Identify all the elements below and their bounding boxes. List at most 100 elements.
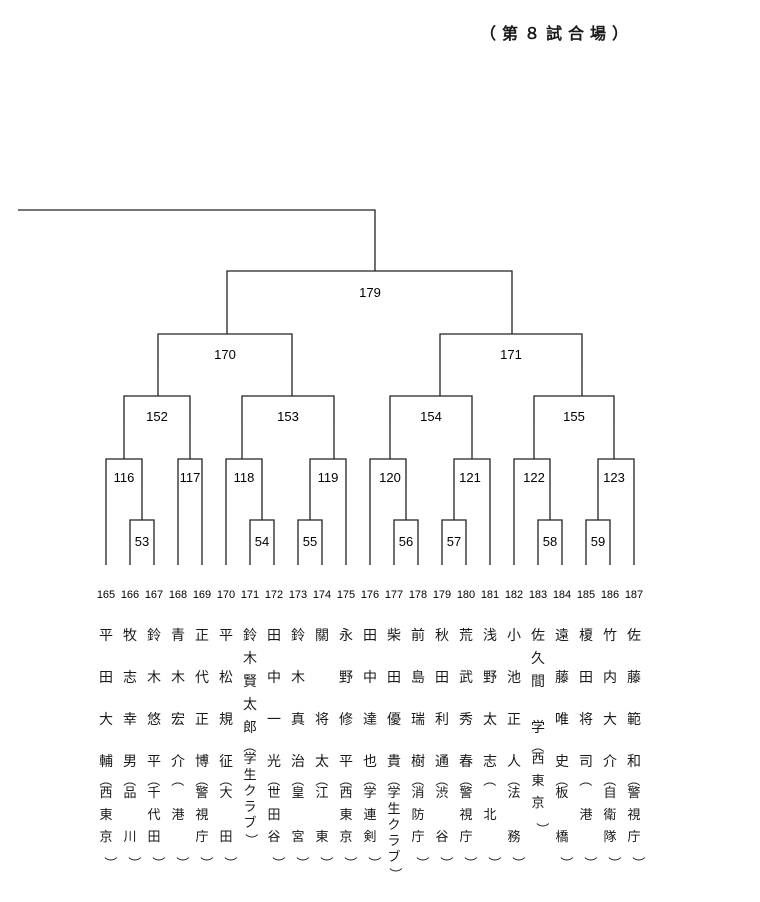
competitor-name-char: 正 bbox=[195, 628, 209, 644]
competitor-name-char: 志 bbox=[483, 754, 497, 770]
competitor-group-char: ） bbox=[294, 856, 309, 870]
competitor-176: 田中達也（学連剣） bbox=[357, 628, 383, 874]
competitor-181: 浅野太志（北） bbox=[477, 628, 503, 874]
competitor-group-char: 渋 bbox=[435, 786, 449, 801]
slot-number-169: 169 bbox=[193, 589, 211, 601]
competitor-name-char: 松 bbox=[219, 670, 233, 686]
competitor-name-char: 前 bbox=[411, 628, 425, 644]
competitor-name-char: 田 bbox=[579, 670, 593, 686]
match-number-170: 170 bbox=[214, 347, 236, 362]
match-number-153: 153 bbox=[277, 409, 299, 424]
competitor-name-char: 木 bbox=[243, 651, 257, 667]
competitor-170: 平松規征（大田） bbox=[213, 628, 239, 874]
competitor-group-char: 東 bbox=[315, 830, 329, 845]
competitor-name-char: 野 bbox=[483, 670, 497, 686]
competitor-name-char: 春 bbox=[459, 754, 473, 770]
competitor-name-char: 平 bbox=[99, 628, 113, 644]
competitor-group-char: ） bbox=[387, 867, 402, 881]
competitor-name-char: 池 bbox=[507, 670, 521, 686]
competitor-group-char: 庁 bbox=[459, 830, 473, 845]
competitor-name-char: 学 bbox=[531, 720, 545, 736]
competitor-group-char bbox=[309, 808, 335, 830]
match-number-117: 117 bbox=[180, 470, 201, 485]
competitor-group-char: 北 bbox=[483, 808, 497, 823]
competitor-group-char: 谷 bbox=[435, 830, 449, 845]
match-number-54: 54 bbox=[255, 534, 269, 549]
competitor-group-char: （ bbox=[457, 773, 472, 787]
competitor-name-char: 榎 bbox=[579, 628, 593, 644]
competitor-name-char: 中 bbox=[267, 670, 281, 686]
competitor-name-char: 範 bbox=[627, 712, 641, 728]
competitor-name-char: 中 bbox=[363, 670, 377, 686]
competitor-group-char: 衛 bbox=[603, 808, 617, 823]
competitor-group-char: 京 bbox=[99, 830, 113, 845]
competitor-187: 佐藤範和（警視庁） bbox=[621, 628, 647, 874]
competitor-186: 竹内大介（自衛隊） bbox=[597, 628, 623, 874]
competitor-group-char: 務 bbox=[507, 830, 521, 845]
slot-number-184: 184 bbox=[553, 589, 571, 601]
competitor-group-char bbox=[549, 808, 575, 830]
competitor-group-char: ） bbox=[342, 856, 357, 870]
competitor-group-char: 剣 bbox=[363, 830, 377, 845]
competitor-group-char: ） bbox=[438, 856, 453, 870]
competitor-group-char: 橋 bbox=[555, 830, 569, 845]
match-number-120: 120 bbox=[379, 470, 401, 485]
competitor-name-char: 青 bbox=[171, 628, 185, 644]
competitor-group-char: 西 bbox=[531, 752, 545, 767]
competitor-name-char: 輔 bbox=[99, 754, 113, 770]
competitor-name-char: 利 bbox=[435, 712, 449, 728]
competitor-name-char: 代 bbox=[195, 670, 209, 686]
competitor-name-char: 介 bbox=[171, 754, 185, 770]
competitor-name-char: 治 bbox=[291, 754, 305, 770]
competitor-group-char: ） bbox=[606, 856, 621, 870]
competitor-group-char: ） bbox=[318, 856, 333, 870]
slot-number-165: 165 bbox=[97, 589, 115, 601]
competitor-name-char: 平 bbox=[219, 628, 233, 644]
slot-number-167: 167 bbox=[145, 589, 163, 601]
competitor-name-char: 和 bbox=[627, 754, 641, 770]
competitor-group-char bbox=[285, 808, 311, 830]
competitor-name-char: 鈴 bbox=[147, 628, 161, 644]
competitor-group-char: （ bbox=[625, 773, 640, 787]
competitor-name-char: 田 bbox=[387, 670, 401, 686]
competitor-name-char: 鈴 bbox=[243, 628, 257, 644]
competitor-name-char bbox=[309, 670, 335, 712]
competitor-group-char: 田 bbox=[267, 808, 281, 823]
competitor-174: 關将太（江東） bbox=[309, 628, 335, 874]
competitor-group-char: ） bbox=[366, 856, 381, 870]
competitor-name-char: 博 bbox=[195, 754, 209, 770]
competitor-name-char: 真 bbox=[291, 712, 305, 728]
slot-number-177: 177 bbox=[385, 589, 403, 601]
competitor-group-char: ） bbox=[630, 856, 645, 870]
competitor-group-char: 港 bbox=[171, 808, 185, 823]
competitor-name-char: 鈴 bbox=[291, 628, 305, 644]
competitor-group-char: 視 bbox=[195, 808, 209, 823]
competitor-name-char: 郎 bbox=[243, 720, 257, 736]
slot-number-172: 172 bbox=[265, 589, 283, 601]
competitor-184: 遠藤唯史（板橋） bbox=[549, 628, 575, 874]
competitor-group-char: ） bbox=[558, 856, 573, 870]
match-number-116: 116 bbox=[114, 470, 135, 485]
competitor-name-char: 也 bbox=[363, 754, 377, 770]
competitor-name-char: 宏 bbox=[171, 712, 185, 728]
competitor-name-char: 大 bbox=[99, 712, 113, 728]
competitor-group-char: （ bbox=[193, 773, 208, 787]
slot-number-178: 178 bbox=[409, 589, 427, 601]
match-number-123: 123 bbox=[603, 470, 625, 485]
competitor-name-char: 浅 bbox=[483, 628, 497, 644]
slot-number-179: 179 bbox=[433, 589, 451, 601]
competitor-group-char: （ bbox=[289, 773, 304, 787]
competitor-name-char: 關 bbox=[315, 628, 329, 644]
match-number-57: 57 bbox=[447, 534, 461, 549]
competitor-group-char: 生 bbox=[243, 768, 257, 783]
match-number-59: 59 bbox=[591, 534, 605, 549]
match-number-55: 55 bbox=[303, 534, 317, 549]
competitor-group-char: 東 bbox=[339, 808, 353, 823]
competitor-name-char: 竹 bbox=[603, 628, 617, 644]
competitor-name-char: 貴 bbox=[387, 754, 401, 770]
competitor-group-char: 代 bbox=[147, 808, 161, 823]
competitor-166: 牧志幸男（品川） bbox=[117, 628, 143, 874]
competitor-group-char: （ bbox=[553, 773, 568, 787]
competitor-name-char: 賢 bbox=[243, 674, 257, 690]
competitor-group-char: 学 bbox=[243, 752, 257, 767]
